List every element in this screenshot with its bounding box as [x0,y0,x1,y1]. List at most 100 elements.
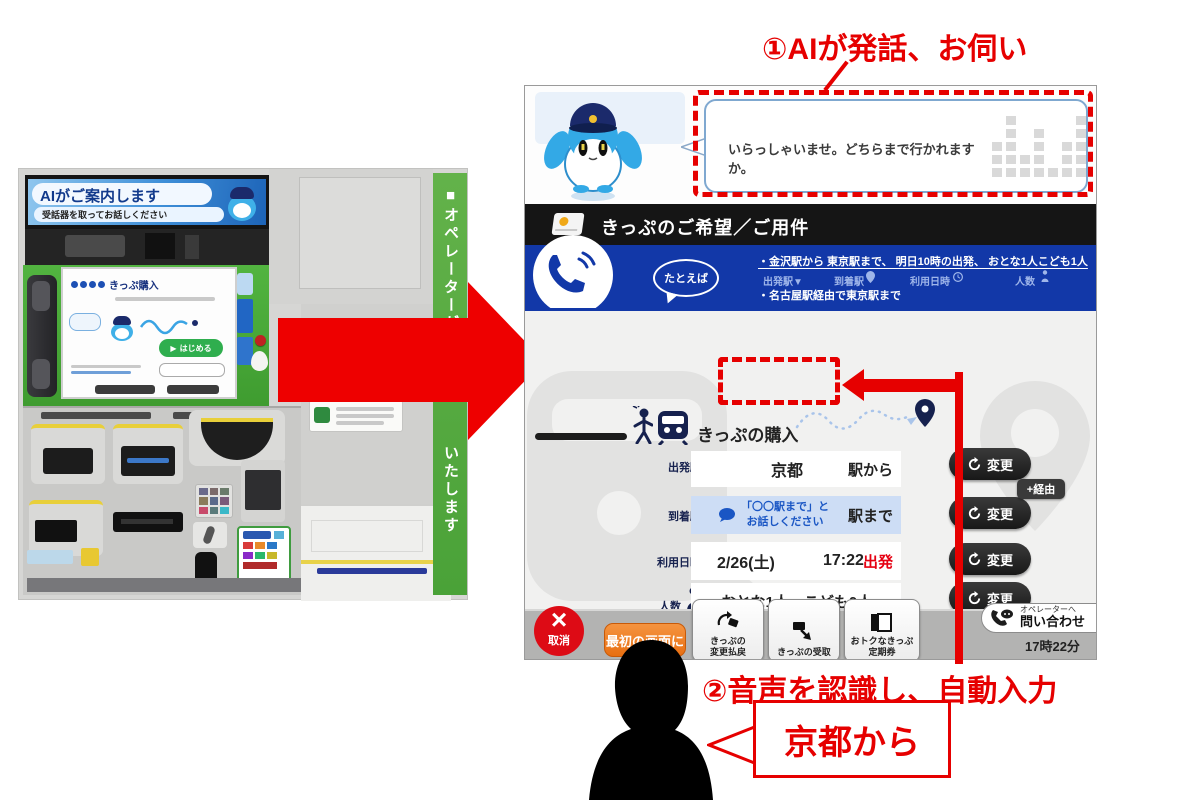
operator-inquiry-label: 問い合わせ [1020,614,1086,630]
ticket-outlet [29,500,103,556]
refresh-icon [968,551,981,565]
operator-strip-text-bottom: いたします [442,445,459,535]
handset-grip [195,552,217,584]
tab-ticket-pickup[interactable]: きっぷの受取 [768,599,840,659]
example-label-bubble: たとえば [653,259,719,297]
departure-suffix: 駅から [847,461,893,479]
machine-lower-panel [23,406,301,595]
ticket-slot [31,424,105,484]
datetime-mode: 出発 [862,553,893,571]
user-speech-bubble: 京都から [753,700,951,778]
map-icon [551,213,585,235]
arrival-hint-line1: 「〇〇駅まで」と [741,501,829,513]
flow-arrow [278,282,544,440]
operator-strip-text-top: ■オペレーターが [442,187,459,333]
info-sticker [27,550,73,564]
machine-dark-strip [25,229,269,265]
card-reader [241,460,285,522]
refresh-icon [968,590,981,604]
cancel-button[interactable]: × 取消 [534,606,584,656]
tab-value-tickets-pass[interactable]: おトクなきっぷ定期券 [844,599,920,659]
footer-clock: 17時22分 [1025,639,1080,654]
greeting-highlight-box [693,90,1093,197]
example-tag-count: 人数 [1015,277,1035,288]
mascot-character [544,103,642,201]
greeting-bubble: いらっしゃいませ。どちらまで行かれますか。 [704,99,1088,193]
refresh-icon [968,505,981,519]
screen-side-stickers [237,273,253,393]
departure-highlight-box [718,357,840,405]
example-tag-departure: 出発駅▼ [763,277,803,288]
route-wave-icon [139,319,198,335]
section-header-bar: きっぷのご希望／ご用件 [525,204,1096,245]
section-header-title: きっぷのご希望／ご用件 [601,218,810,238]
operator-to-label: オペレーターへ [1020,605,1076,615]
example-line1: ・金沢駅から 東京駅まで、 明日10時の出発、 おとな1人こども1人 [758,256,1088,268]
annotation-step1: ①AIが発話、お伺い [762,33,1028,66]
pin-pad [195,484,233,518]
greeting-text: いらっしゃいませ。どちらまで行かれますか。 [728,142,975,176]
example-tag-datetime: 利用日時 [910,277,950,288]
machine-green-panel: きっぷ購入 ▶はじめる [23,265,269,406]
handset [27,275,57,397]
machine-screen-title: きっぷ購入 [109,281,159,292]
handset-hook [193,522,227,548]
call-button [255,335,266,346]
person-mini-icon [1041,270,1049,282]
section-divider [535,433,627,440]
shelf [301,504,451,601]
via-button[interactable]: +経由 [1017,479,1065,499]
receipt-slot [113,512,183,532]
operator-phone-icon [991,609,1013,626]
phone-return-icon [717,610,739,627]
example-line2: ・名古屋駅経由で東京駅まで [758,290,901,302]
example-tag-arrival: 到着駅 [834,277,864,288]
datetime-field[interactable]: 2/26(土) 17:22 出発 [691,542,901,580]
operator-inquiry-button[interactable]: オペレーターへ 問い合わせ [981,603,1096,633]
speech-hint-icon [719,508,735,522]
train-icon [657,411,689,445]
machine-top-right-panel [269,169,433,304]
auto-input-arrow-body [862,379,962,392]
bill-slot [113,424,183,484]
machine-start-button: ▶はじめる [159,339,223,357]
datetime-time: 17:22 [823,552,864,569]
kiosk-panel: いらっしゃいませ。どちらまで行かれますか。 きっぷのご希望／ご用件 ・金沢駅から… [524,85,1097,660]
arrival-suffix: 駅まで [847,507,893,525]
coin-tray [189,410,285,466]
voice-phone-badge [533,235,613,315]
user-speech-text: 京都から [784,723,920,762]
refresh-icon [968,456,981,470]
user-speech-tail [707,724,757,766]
phone-icon [548,251,596,293]
arrival-hint-line2: お話しください [746,515,824,528]
person-icon [632,406,653,444]
pickup-icon [793,621,811,640]
close-icon: × [550,604,568,635]
yellow-pad [81,548,99,566]
machine-banner-title: AIがご案内します [40,188,161,205]
example-bubble-tail [663,291,679,306]
machine-banner: AIがご案内します 受話器を取ってお話しください [25,175,269,229]
datetime-date: 2/26(土) [717,555,775,572]
machine-banner-subtitle: 受話器を取ってお話しください [42,210,168,220]
pin-mini-icon [866,271,875,283]
tab-ticket-change-refund[interactable]: きっぷの変更払戻 [692,599,764,659]
auto-input-arrow-head [842,369,864,401]
tickets-icon [871,612,892,632]
voice-level-bars [992,114,1086,177]
arrival-field[interactable]: 「〇〇駅まで」と お話しください 駅まで [691,496,901,534]
clock-mini-icon [953,272,963,282]
auto-input-line-vertical [955,372,963,664]
user-silhouette [589,640,713,800]
datetime-label: 利用日時 [657,557,701,569]
departure-field[interactable]: 京都 駅から [691,451,901,487]
purchase-title: きっぷの購入 [697,426,799,445]
machine-screen: きっぷ購入 ▶はじめる [61,267,237,399]
play-icon: ▶ [170,343,177,353]
machine-banner-mascot-icon [224,185,260,221]
card-brands-sticker [237,526,291,582]
departure-value: 京都 [771,463,804,480]
voice-example-band: ・金沢駅から 東京駅まで、 明日10時の出発、 おとな1人こども1人 出発駅▼ … [525,245,1096,311]
